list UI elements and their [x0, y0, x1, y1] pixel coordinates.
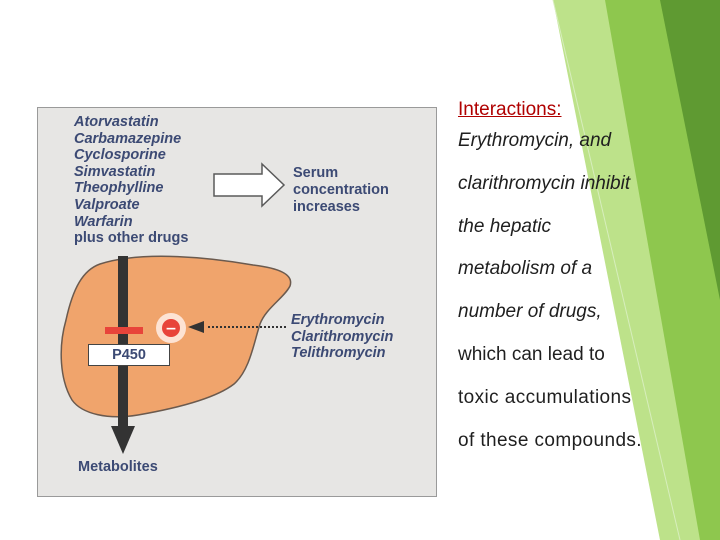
drug-list-tail: plus other drugs [74, 230, 189, 247]
text-line: which can lead to [458, 343, 605, 365]
text-line: the hepatic [458, 215, 551, 237]
drug-name: Simvastatin [74, 163, 156, 180]
text-line: of these compounds. [458, 429, 642, 451]
text-line: number of drugs, [458, 301, 602, 323]
metabolism-arrow-shaft [118, 256, 128, 426]
drug-name: Atorvastatin [74, 114, 159, 130]
drug-name: Cyclosporine [74, 147, 166, 164]
green-stripe-dark [660, 0, 720, 300]
inhibition-bar [105, 327, 143, 334]
serum-label-line: Serum [293, 165, 339, 181]
serum-label-line: concentration [293, 182, 389, 198]
inhibitor-name: Telithromycin [291, 345, 386, 361]
inhibitor-arrow-head-icon [188, 321, 204, 333]
text-line: toxic accumulations [458, 386, 632, 408]
drug-name: Theophylline [74, 180, 164, 197]
inhibitor-name: Clarithromycin [291, 328, 394, 345]
text-line: clarithromycin inhibit [458, 172, 631, 194]
drug-name: Warfarin [74, 213, 133, 230]
serum-label-line: increases [293, 199, 360, 215]
text-line: metabolism of a [458, 258, 593, 280]
inhibit-symbol: − [165, 321, 177, 337]
metabolism-arrow-head-icon [111, 426, 135, 454]
text-line: Erythromycin, and [458, 130, 612, 151]
explanation-text: Interactions: Erythromycin, and clarithr… [458, 95, 716, 468]
drug-name: Valproate [74, 196, 140, 213]
drug-list: Atorvastatin Carbamazepine Cyclosporine … [74, 114, 188, 247]
p450-label: P450 [88, 344, 170, 366]
minus-icon [162, 319, 180, 337]
inhibitor-list: Erythromycin Clarithromycin Telithromyci… [291, 312, 393, 362]
serum-arrow-icon [213, 162, 286, 208]
interactions-heading: Interactions: [458, 99, 562, 120]
figure-graphics: − [60, 162, 292, 454]
drug-name: Carbamazepine [74, 130, 182, 147]
metabolites-label: Metabolites [78, 459, 158, 475]
inhibitor-name: Erythromycin [291, 312, 385, 328]
green-hairline [552, 0, 681, 540]
drug-interaction-figure: − Atorvastatin Carbamazepine Cyclosporin… [37, 107, 437, 497]
serum-label: Serum concentration increases [293, 165, 389, 216]
